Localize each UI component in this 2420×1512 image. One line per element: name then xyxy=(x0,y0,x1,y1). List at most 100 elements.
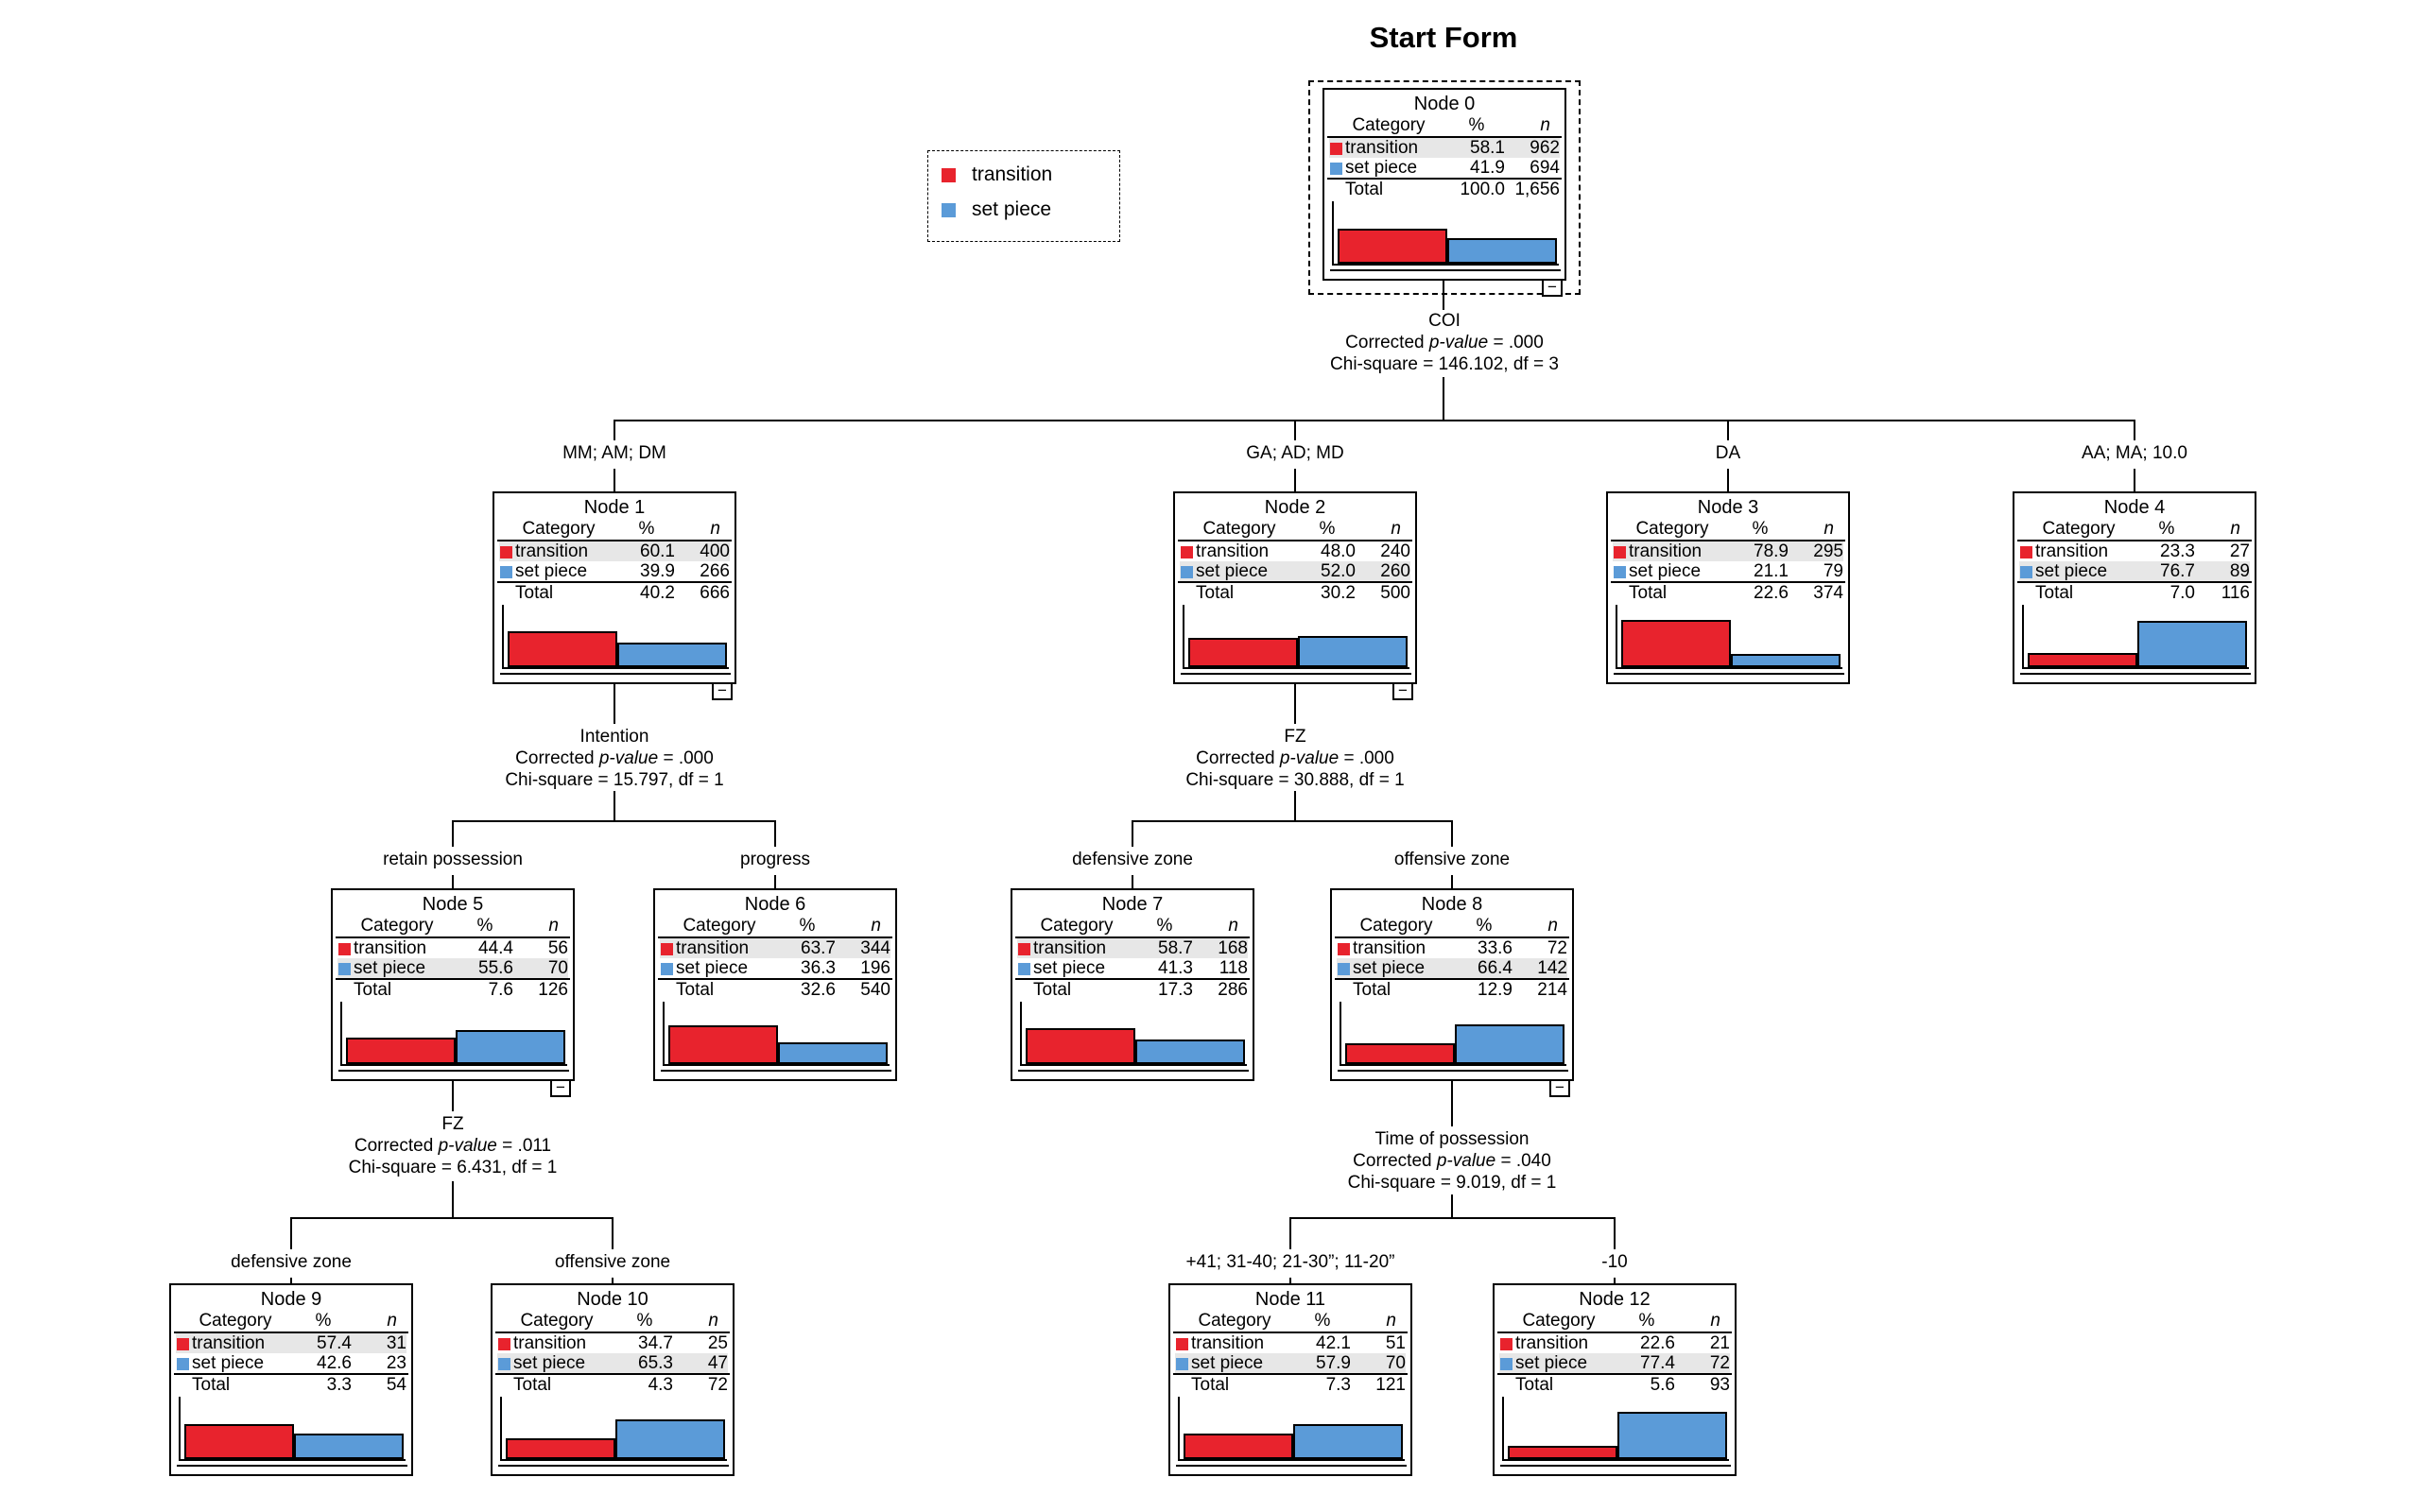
set-piece-color-swatch xyxy=(1176,1357,1188,1370)
category-label: transition xyxy=(1191,1333,1265,1353)
split-variable: COI xyxy=(1428,311,1461,331)
table-header-row: Category % n xyxy=(660,916,890,936)
category-row-transition: transition 60.1 400 xyxy=(499,541,730,561)
category-percent: 77.4 xyxy=(1640,1353,1675,1373)
branch-label: defensive zone xyxy=(231,1252,352,1272)
tree-node-8[interactable]: Node 8 Category % n transition 33.6 72 s… xyxy=(1330,888,1574,1097)
divider xyxy=(336,978,570,980)
tree-node-1[interactable]: Node 1 Category % n transition 60.1 400 … xyxy=(493,491,736,700)
column-header-n: n xyxy=(1710,1311,1720,1331)
node-table: Category % n transition 48.0 240 set pie… xyxy=(1178,519,1412,603)
tree-node-4[interactable]: Node 4 Category % n transition 23.3 27 s… xyxy=(2013,491,2256,684)
collapse-node-button[interactable]: − xyxy=(550,1079,571,1097)
tree-node-12[interactable]: Node 12 Category % n transition 22.6 21 … xyxy=(1493,1283,1737,1476)
bar-chart-baseline-outer xyxy=(498,1465,729,1467)
category-row-set-piece: set piece 66.4 142 xyxy=(1337,958,1567,978)
set-piece-bar xyxy=(1455,1024,1564,1064)
collapse-node-button[interactable]: − xyxy=(1392,682,1413,700)
divider xyxy=(1611,581,1845,583)
set-piece-bar xyxy=(456,1030,565,1064)
total-row: Total 5.6 93 xyxy=(1499,1375,1730,1395)
collapse-node-button[interactable]: − xyxy=(1542,279,1563,297)
node-table: Category % n transition 63.7 344 set pie… xyxy=(658,916,892,1000)
category-percent: 36.3 xyxy=(801,958,836,978)
category-count: 31 xyxy=(386,1333,406,1353)
collapse-node-button[interactable]: − xyxy=(1549,1079,1570,1097)
collapse-node-button[interactable]: − xyxy=(712,682,733,700)
column-header-n: n xyxy=(1386,1311,1396,1331)
column-header-category: Category xyxy=(199,1311,272,1331)
bar-chart-baseline-outer xyxy=(661,1070,891,1072)
total-label: Total xyxy=(515,583,554,603)
category-count: 168 xyxy=(1218,938,1248,958)
column-header-percent: % xyxy=(1468,115,1485,135)
tree-node-3[interactable]: Node 3 Category % n transition 78.9 295 … xyxy=(1606,491,1850,684)
tree-node-0[interactable]: Node 0 Category % n transition 58.1 962 … xyxy=(1322,88,1566,297)
column-header-percent: % xyxy=(1638,1311,1655,1331)
category-percent: 58.7 xyxy=(1158,938,1193,958)
legend: transition set piece xyxy=(927,150,1120,242)
table-header-row: Category % n xyxy=(1017,916,1248,936)
node-table: Category % n transition 60.1 400 set pie… xyxy=(497,519,732,603)
legend-label: set piece xyxy=(972,198,1052,220)
tree-node-11[interactable]: Node 11 Category % n transition 42.1 51 … xyxy=(1168,1283,1412,1476)
node-title: Node 7 xyxy=(1101,894,1164,915)
total-percent: 100.0 xyxy=(1460,180,1505,199)
connector-line xyxy=(452,1181,454,1219)
category-row-transition: transition 58.1 962 xyxy=(1329,138,1560,158)
connector-line xyxy=(1289,1219,1291,1249)
connector-line xyxy=(452,875,454,888)
total-label: Total xyxy=(1345,180,1384,199)
total-label: Total xyxy=(2035,583,2074,603)
node-table: Category % n transition 22.6 21 set piec… xyxy=(1497,1311,1732,1395)
tree-node-9[interactable]: Node 9 Category % n transition 57.4 31 s… xyxy=(169,1283,413,1476)
connector-line xyxy=(452,822,454,847)
set-piece-color-swatch xyxy=(338,962,351,975)
category-row-set-piece: set piece 41.3 118 xyxy=(1017,958,1248,978)
split-chi-square: Chi-square = 146.102, df = 3 xyxy=(1330,354,1559,374)
tree-node-5[interactable]: Node 5 Category % n transition 44.4 56 s… xyxy=(331,888,575,1097)
category-row-set-piece: set piece 52.0 260 xyxy=(1180,561,1410,581)
category-row-transition: transition 42.1 51 xyxy=(1175,1333,1406,1353)
node-title: Node 1 xyxy=(583,497,646,518)
set-piece-color-swatch xyxy=(661,962,673,975)
column-header-percent: % xyxy=(799,916,816,936)
total-count: 666 xyxy=(700,583,730,603)
category-row-set-piece: set piece 57.9 70 xyxy=(1175,1353,1406,1373)
category-count: 344 xyxy=(860,938,890,958)
split-p-value: Corrected p-value = .040 xyxy=(1353,1151,1551,1171)
total-percent: 4.3 xyxy=(648,1375,673,1395)
total-label: Total xyxy=(1033,980,1072,1000)
table-header-row: Category % n xyxy=(1337,916,1567,936)
split-p-value: Corrected p-value = .011 xyxy=(354,1136,552,1156)
set-piece-color-swatch xyxy=(500,565,512,578)
branch-label: progress xyxy=(740,850,810,869)
tree-node-7[interactable]: Node 7 Category % n transition 58.7 168 … xyxy=(1011,888,1254,1081)
bar-chart-y-axis xyxy=(1183,605,1184,669)
total-percent: 17.3 xyxy=(1158,980,1193,1000)
category-label: set piece xyxy=(1353,958,1426,978)
column-header-category: Category xyxy=(1522,1311,1596,1331)
category-label: set piece xyxy=(354,958,426,978)
tree-node-2[interactable]: Node 2 Category % n transition 48.0 240 … xyxy=(1173,491,1417,700)
transition-bar xyxy=(1508,1446,1617,1459)
branch-label: DA xyxy=(1715,443,1741,463)
bar-chart-baseline-outer xyxy=(500,673,731,675)
category-count: 27 xyxy=(2229,541,2250,561)
total-label: Total xyxy=(513,1375,552,1395)
category-percent: 58.1 xyxy=(1470,138,1505,158)
branch-label: MM; AM; DM xyxy=(562,443,666,463)
total-row: Total 32.6 540 xyxy=(660,980,890,1000)
tree-node-10[interactable]: Node 10 Category % n transition 34.7 25 … xyxy=(491,1283,735,1476)
divider xyxy=(2017,581,2252,583)
total-label: Total xyxy=(676,980,715,1000)
branch-label: GA; AD; MD xyxy=(1246,443,1344,463)
divider xyxy=(2017,540,2252,541)
column-header-n: n xyxy=(1547,916,1558,936)
category-label: set piece xyxy=(1033,958,1106,978)
node-title: Node 3 xyxy=(1697,497,1759,518)
category-percent: 66.4 xyxy=(1478,958,1512,978)
tree-node-6[interactable]: Node 6 Category % n transition 63.7 344 … xyxy=(653,888,897,1081)
bar-chart-y-axis xyxy=(663,1002,665,1066)
category-percent: 55.6 xyxy=(478,958,513,978)
